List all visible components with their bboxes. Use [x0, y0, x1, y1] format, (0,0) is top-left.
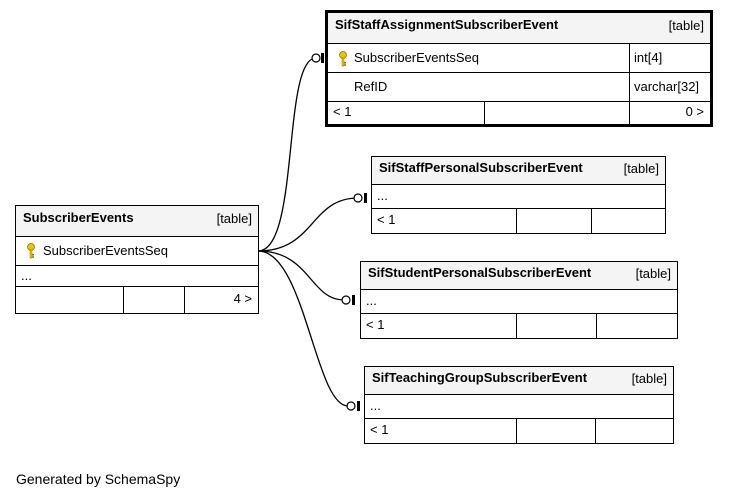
more-columns-ellipsis: ... — [370, 398, 381, 413]
children-count[interactable]: 4 > — [233, 291, 252, 306]
column-name: SubscriberEventsSeq — [43, 243, 169, 258]
ellipsis-row: ... — [365, 395, 673, 419]
divider — [629, 73, 630, 101]
more-columns-ellipsis: ... — [366, 293, 377, 308]
one-marker — [364, 193, 367, 203]
one-marker — [321, 53, 324, 63]
table-name: SifStaffPersonalSubscriberEvent — [379, 160, 583, 175]
divider — [516, 419, 517, 443]
relationship-footer-row: 4 > — [16, 287, 258, 313]
edge-staff-personal — [257, 197, 359, 252]
table-staff-personal[interactable]: SifStaffPersonalSubscriberEvent [table] … — [371, 156, 666, 234]
divider — [484, 102, 485, 124]
table-type: [table] — [635, 266, 671, 281]
zero-one-marker — [311, 53, 321, 63]
relationship-footer-row: < 1 — [361, 314, 677, 338]
generated-by-footer: Generated by SchemaSpy — [16, 471, 181, 487]
column-row: SubscriberEventsSeq — [16, 237, 258, 266]
table-name: SubscriberEvents — [23, 210, 134, 225]
more-columns-ellipsis: ... — [21, 268, 32, 283]
divider — [629, 102, 630, 124]
divider — [184, 287, 185, 313]
divider — [629, 44, 630, 72]
divider — [595, 419, 596, 443]
relationship-footer-row: < 1 — [372, 209, 665, 233]
edge-teaching-group — [257, 250, 349, 407]
table-name: SifStudentPersonalSubscriberEvent — [368, 265, 592, 280]
ellipsis-row: ... — [372, 185, 665, 209]
zero-one-marker — [353, 193, 363, 203]
more-columns-ellipsis: ... — [377, 188, 388, 203]
parents-count[interactable]: < 1 — [370, 422, 389, 437]
parents-count[interactable]: < 1 — [377, 212, 396, 227]
divider — [596, 314, 597, 338]
ellipsis-row: ... — [361, 290, 677, 314]
column-row: SubscriberEventsSeq int[4] — [328, 44, 710, 73]
table-teaching-group[interactable]: SifTeachingGroupSubscriberEvent [table] … — [364, 366, 674, 444]
table-name: SifTeachingGroupSubscriberEvent — [372, 370, 588, 385]
table-student-personal[interactable]: SifStudentPersonalSubscriberEvent [table… — [360, 261, 678, 339]
table-type: [table] — [216, 211, 252, 226]
edge-staff-assignment — [257, 57, 317, 252]
parents-count[interactable]: < 1 — [366, 317, 385, 332]
table-header: SubscriberEvents [table] — [16, 206, 258, 237]
column-name: SubscriberEventsSeq — [354, 50, 480, 65]
column-row: RefID varchar[32] — [328, 73, 710, 102]
table-type: [table] — [631, 371, 667, 386]
zero-one-marker — [346, 401, 356, 411]
divider — [123, 287, 124, 313]
table-header: SifTeachingGroupSubscriberEvent [table] — [365, 367, 673, 395]
column-name: RefID — [354, 79, 388, 94]
divider — [591, 209, 592, 233]
table-type: [table] — [623, 161, 659, 176]
one-marker — [352, 295, 355, 305]
column-type: varchar[32] — [634, 79, 700, 94]
relationship-footer-row: < 1 — [365, 419, 673, 443]
relationship-footer-row: < 1 0 > — [328, 102, 710, 124]
table-name: SifStaffAssignmentSubscriberEvent — [335, 17, 559, 32]
ellipsis-row: ... — [16, 266, 258, 287]
divider — [516, 209, 517, 233]
table-subscriber-events[interactable]: SubscriberEvents [table] SubscriberEvent… — [15, 205, 259, 314]
table-header: SifStaffPersonalSubscriberEvent [table] — [372, 157, 665, 185]
divider — [516, 314, 517, 338]
table-type: [table] — [668, 18, 704, 33]
table-header: SifStaffAssignmentSubscriberEvent [table… — [328, 13, 710, 44]
table-staff-assignment[interactable]: SifStaffAssignmentSubscriberEvent [table… — [325, 10, 713, 127]
table-header: SifStudentPersonalSubscriberEvent [table… — [361, 262, 677, 290]
parents-count[interactable]: < 1 — [333, 104, 352, 119]
edge-student-personal — [257, 250, 345, 301]
one-marker — [357, 401, 360, 411]
zero-one-marker — [341, 295, 351, 305]
column-type: int[4] — [634, 50, 663, 65]
primary-key-icon — [339, 51, 347, 67]
children-count[interactable]: 0 > — [685, 104, 704, 119]
primary-key-icon — [27, 243, 35, 259]
